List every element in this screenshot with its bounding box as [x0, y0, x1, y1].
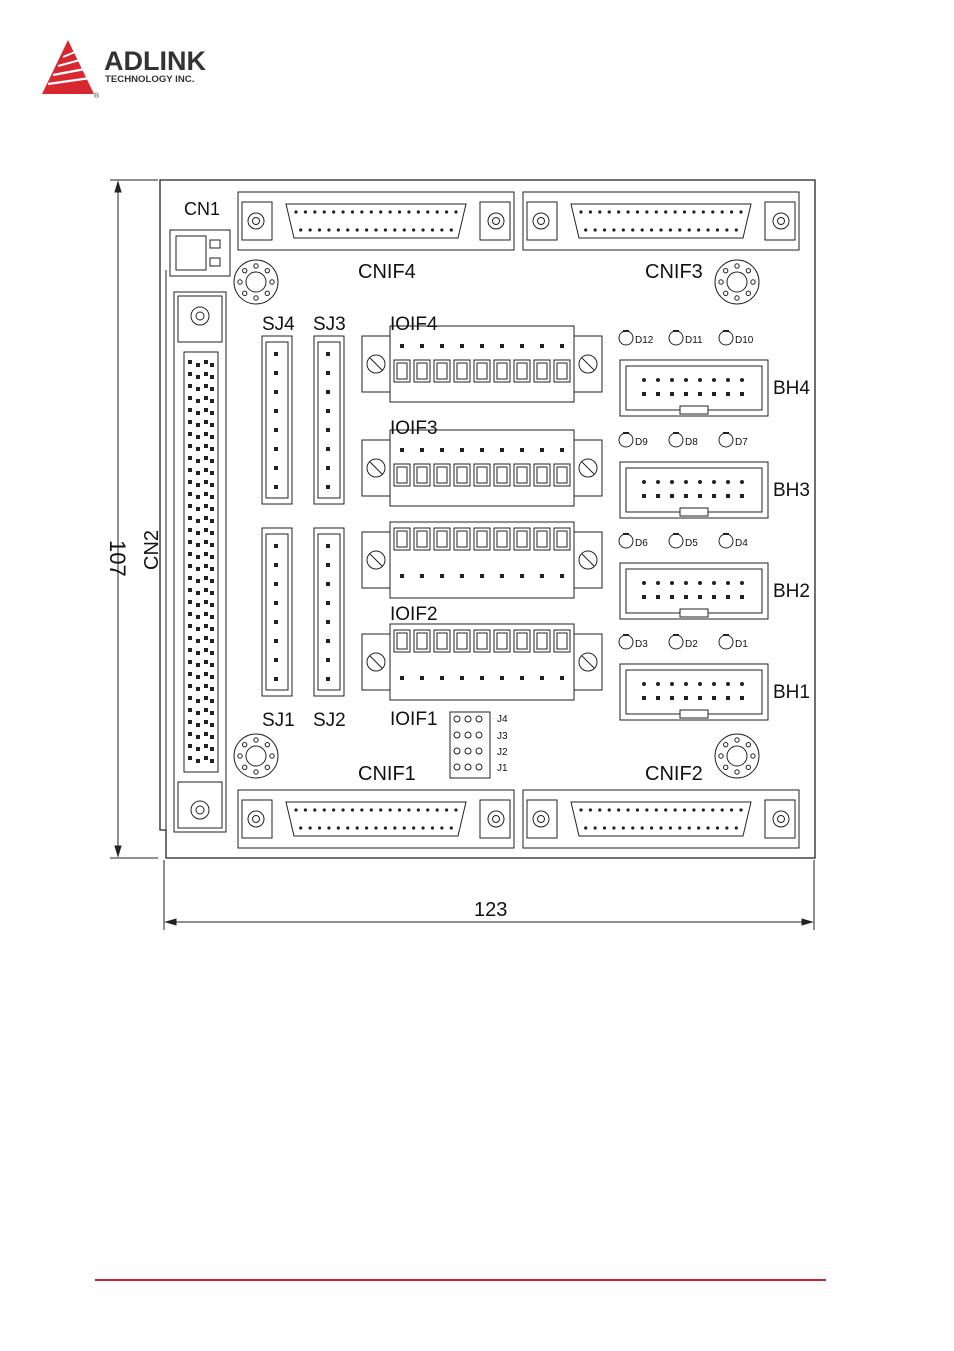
ioif4-label: IOIF4 — [390, 314, 438, 335]
jumper-j4-label: J4 — [497, 714, 508, 725]
jumper-block — [450, 712, 490, 778]
led-d7-label: D7 — [735, 437, 748, 448]
sj2-label: SJ2 — [313, 710, 346, 731]
cnif2-label: CNIF2 — [645, 763, 703, 785]
bh4-label: BH4 — [773, 378, 810, 399]
bh1-label: BH1 — [773, 682, 810, 703]
led-d10-label: D10 — [735, 335, 754, 346]
led-d4-label: D4 — [735, 538, 748, 549]
registered-mark: ® — [94, 92, 100, 100]
led-d11-label: D11 — [685, 335, 703, 346]
adlink-logo: ADLINK TECHNOLOGY INC. ® — [40, 38, 240, 100]
bh2-label: BH2 — [773, 581, 810, 602]
dimension-height — [110, 180, 158, 858]
cnif1-label: CNIF1 — [358, 763, 416, 785]
led-d6-label: D6 — [635, 538, 648, 549]
cn2-connector — [174, 292, 226, 832]
footer-rule — [95, 1279, 826, 1281]
cnif3-label: CNIF3 — [645, 261, 703, 283]
ioif3-label: IOIF3 — [390, 418, 438, 439]
jumper-j2-label: J2 — [497, 747, 508, 758]
board-layout-diagram: 107 123 CN1 CN2 CNIF4 CNIF3 CNIF1 CNIF2 — [100, 170, 830, 940]
led-d12-label: D12 — [635, 335, 654, 346]
led-d9-label: D9 — [635, 437, 648, 448]
jumper-j1-label: J1 — [497, 763, 508, 774]
dimension-height-label: 107 — [105, 540, 130, 577]
ioif2-label: IOIF2 — [390, 604, 438, 625]
brand-subtitle: TECHNOLOGY INC. — [105, 74, 194, 85]
led-d5-label: D5 — [685, 538, 698, 549]
sj1-label: SJ1 — [262, 710, 295, 731]
brand-name: ADLINK — [104, 46, 206, 76]
sj4-label: SJ4 — [262, 314, 295, 335]
cn2-label: CN2 — [141, 530, 163, 570]
led-d2-label: D2 — [685, 639, 698, 650]
ioif1-label: IOIF1 — [390, 709, 438, 730]
cn1-connector — [170, 230, 230, 276]
sj3-label: SJ3 — [313, 314, 346, 335]
logo-mark-icon — [42, 40, 94, 94]
led-d8-label: D8 — [685, 437, 698, 448]
led-d3-label: D3 — [635, 639, 648, 650]
cnif4-label: CNIF4 — [358, 261, 416, 283]
dimension-width-label: 123 — [474, 899, 507, 921]
bh3-label: BH3 — [773, 480, 810, 501]
jumper-j3-label: J3 — [497, 731, 508, 742]
led-d1-label: D1 — [735, 639, 748, 650]
cn1-label: CN1 — [184, 199, 220, 219]
